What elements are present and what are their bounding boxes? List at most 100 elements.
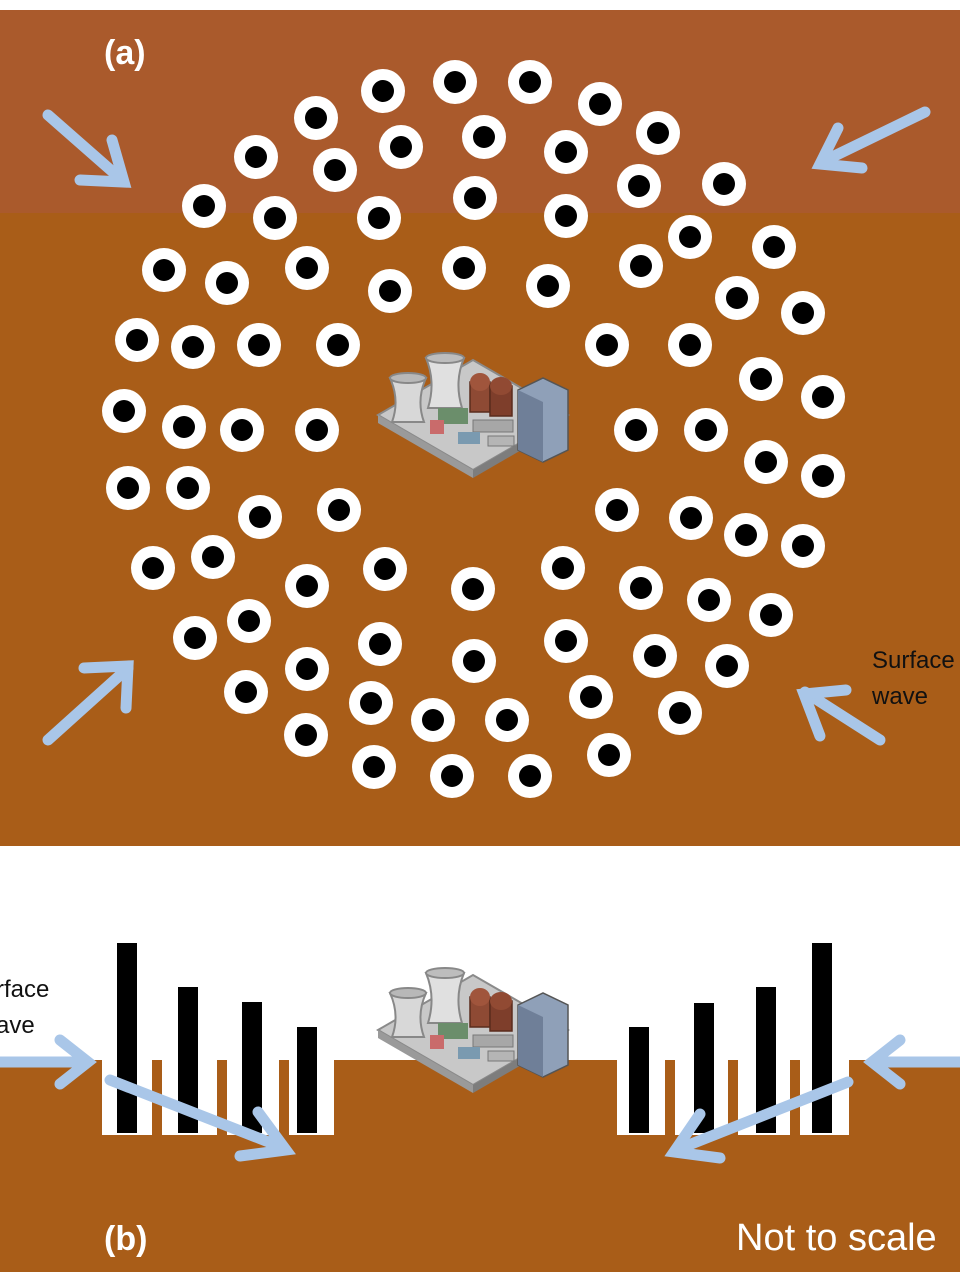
panel-label-b: (b) xyxy=(104,1220,147,1258)
soil-sliver xyxy=(728,1060,738,1135)
soil-sliver xyxy=(217,1060,227,1135)
bored-hole-icon xyxy=(142,248,186,292)
surface-wave-label-line1: Surface xyxy=(872,647,955,674)
bored-hole-icon xyxy=(115,318,159,362)
bored-hole-icon xyxy=(352,745,396,789)
soil-sliver xyxy=(279,1060,289,1135)
bored-hole-icon xyxy=(295,408,339,452)
bored-hole-icon xyxy=(171,325,215,369)
bored-hole-icon xyxy=(636,111,680,155)
bored-hole-icon xyxy=(544,619,588,663)
wave-arrow-icon xyxy=(811,106,931,174)
wave-arrow-icon xyxy=(42,109,132,188)
bored-hole-icon xyxy=(182,184,226,228)
bored-hole-icon xyxy=(669,496,713,540)
bored-hole-icon xyxy=(205,261,249,305)
resonator-pillar xyxy=(812,943,832,1133)
bored-hole-icon xyxy=(668,323,712,367)
bored-hole-icon xyxy=(578,82,622,126)
bored-hole-icon xyxy=(253,196,297,240)
bored-hole-icon xyxy=(237,323,281,367)
bored-hole-icon xyxy=(285,564,329,608)
panel-label-a: (a) xyxy=(104,34,146,72)
bored-hole-icon xyxy=(587,733,631,777)
resonator-pillar xyxy=(756,987,776,1133)
bored-hole-icon xyxy=(595,488,639,532)
bored-hole-icon xyxy=(739,357,783,401)
resonator-pillar xyxy=(117,943,137,1133)
bored-hole-icon xyxy=(285,246,329,290)
wave-arrow-icon xyxy=(863,1034,960,1090)
bored-hole-icon xyxy=(284,713,328,757)
wave-arrow-icon xyxy=(0,1034,97,1090)
bored-hole-icon xyxy=(452,639,496,683)
resonator-pillar xyxy=(694,1003,714,1133)
bored-hole-icon xyxy=(544,130,588,174)
panel-a: (a) Surface wave xyxy=(0,10,960,846)
bored-hole-icon xyxy=(316,323,360,367)
bored-hole-icon xyxy=(411,698,455,742)
bored-hole-icon xyxy=(614,408,658,452)
bored-hole-icon xyxy=(541,546,585,590)
bored-hole-icon xyxy=(687,578,731,622)
bored-hole-icon xyxy=(227,599,271,643)
bored-hole-icon xyxy=(658,691,702,735)
bored-hole-icon xyxy=(357,196,401,240)
bored-hole-icon xyxy=(106,466,150,510)
bored-hole-icon xyxy=(617,164,661,208)
bored-hole-icon xyxy=(131,546,175,590)
resonator-holes xyxy=(102,60,845,798)
surface-wave-label-b-line2: ave xyxy=(0,1012,35,1039)
bored-hole-icon xyxy=(619,566,663,610)
bored-hole-icon xyxy=(433,60,477,104)
bored-hole-icon xyxy=(317,488,361,532)
bored-hole-icon xyxy=(166,466,210,510)
wave-arrow-icon xyxy=(664,1076,854,1164)
surface-wave-label-b-line1: rface xyxy=(0,976,49,1003)
bored-hole-icon xyxy=(508,754,552,798)
bored-hole-icon xyxy=(781,291,825,335)
bored-hole-icon xyxy=(715,276,759,320)
bored-hole-icon xyxy=(442,246,486,290)
bored-hole-icon xyxy=(363,547,407,591)
panel-b: rface ave (b) Not to scale xyxy=(0,943,960,1272)
wave-arrow-icon xyxy=(42,660,134,746)
bored-hole-icon xyxy=(619,244,663,288)
wave-arrow-icon xyxy=(104,1074,296,1162)
bored-hole-icon xyxy=(801,375,845,419)
bored-hole-icon xyxy=(724,513,768,557)
bored-hole-icon xyxy=(684,408,728,452)
bored-hole-icon xyxy=(361,69,405,113)
bored-hole-icon xyxy=(379,125,423,169)
bored-hole-icon xyxy=(368,269,412,313)
bored-hole-icon xyxy=(285,647,329,691)
surface-wave-label-line2: wave xyxy=(871,683,928,710)
bored-hole-icon xyxy=(705,644,749,688)
resonator-pillar xyxy=(297,1027,317,1133)
bored-hole-icon xyxy=(294,96,338,140)
bored-hole-icon xyxy=(224,670,268,714)
bored-hole-icon xyxy=(313,148,357,192)
wave-arrow-icon xyxy=(796,684,886,746)
bored-hole-icon xyxy=(453,176,497,220)
bored-hole-icon xyxy=(349,681,393,725)
bored-hole-icon xyxy=(191,535,235,579)
soil-sliver xyxy=(665,1060,675,1135)
bored-hole-icon xyxy=(702,162,746,206)
bored-hole-icon xyxy=(781,524,825,568)
bored-hole-icon xyxy=(752,225,796,269)
bored-hole-icon xyxy=(569,675,613,719)
bored-hole-icon xyxy=(633,634,677,678)
bored-hole-icon xyxy=(162,405,206,449)
bored-hole-icon xyxy=(744,440,788,484)
bored-hole-icon xyxy=(238,495,282,539)
bored-hole-icon xyxy=(220,408,264,452)
bored-hole-icon xyxy=(234,135,278,179)
bored-hole-icon xyxy=(526,264,570,308)
resonator-pillar xyxy=(629,1027,649,1133)
bored-hole-icon xyxy=(508,60,552,104)
scale-note: Not to scale xyxy=(736,1217,937,1259)
bored-hole-icon xyxy=(801,454,845,498)
bored-hole-icon xyxy=(173,616,217,660)
bored-hole-icon xyxy=(485,698,529,742)
